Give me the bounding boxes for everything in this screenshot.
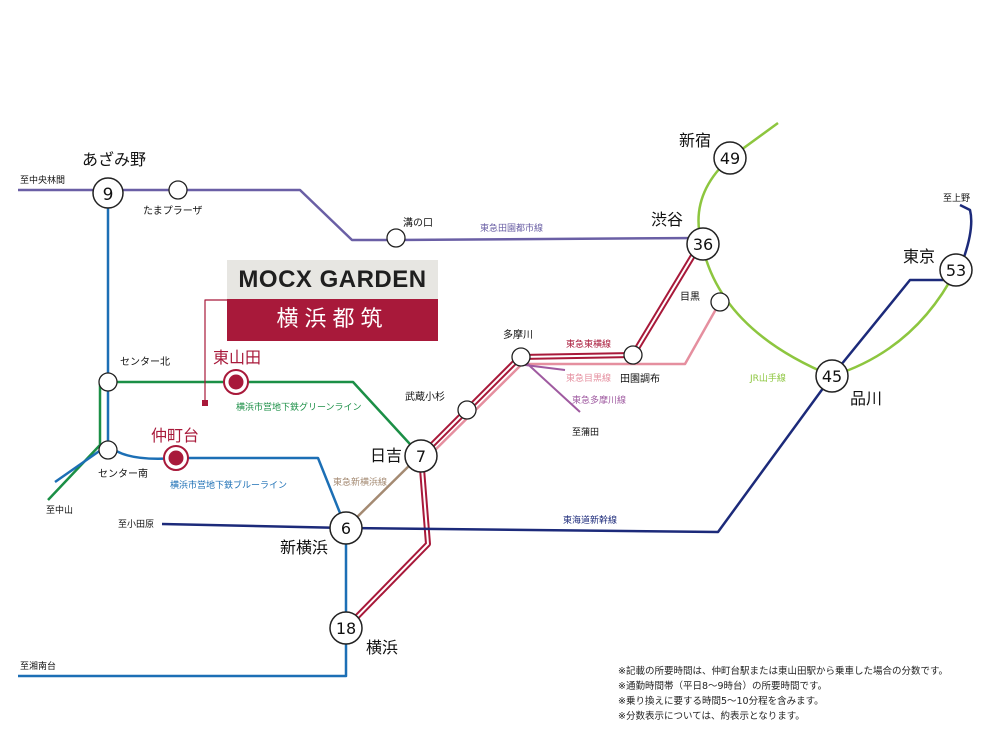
station-higashi-yamata-dot bbox=[228, 374, 244, 390]
minutes-shinjuku: 49 bbox=[720, 149, 740, 168]
green-line bbox=[47, 380, 421, 501]
minutes-hiyoshi: 7 bbox=[416, 447, 426, 466]
brand-subtitle: 横浜都筑 bbox=[227, 299, 438, 341]
minutes-shin-yokohama: 6 bbox=[341, 519, 351, 538]
name-meguro: 目黒 bbox=[680, 291, 700, 303]
station-center-kita bbox=[98, 372, 118, 392]
station-azamino bbox=[92, 177, 124, 209]
tokaido-shinkansen-line bbox=[161, 278, 956, 534]
label-meguro: 東急目黒線 bbox=[566, 372, 611, 384]
minutes-yokohama: 18 bbox=[336, 619, 356, 638]
minutes-shinagawa: 45 bbox=[822, 367, 842, 386]
name-azamino: あざみ野 bbox=[82, 150, 146, 169]
notes: ※記載の所要時間は、仲町台駅または東山田駅から乗車した場合の分数です。 ※通勤時… bbox=[618, 664, 948, 724]
dir-ueno: 至上野 bbox=[943, 193, 970, 204]
name-center-minami: センター南 bbox=[98, 467, 148, 480]
label-tamagawa: 東急多摩川線 bbox=[572, 394, 626, 406]
name-tamagawa: 多摩川 bbox=[503, 328, 533, 341]
yamanote-line bbox=[697, 121, 958, 378]
station-shinjuku bbox=[713, 141, 747, 175]
name-shinjuku: 新宿 bbox=[679, 131, 711, 150]
brand-pointer-end bbox=[202, 400, 208, 406]
name-higashi-yamata: 東山田 bbox=[213, 348, 261, 367]
dir-shonandai: 至湘南台 bbox=[20, 660, 56, 672]
note-line: ※通勤時間帯（平日8～9時台）の所要時間です。 bbox=[618, 681, 828, 692]
note-line: ※乗り換えに要する時間5～10分程を含みます。 bbox=[618, 696, 824, 707]
station-center-minami bbox=[98, 440, 118, 460]
tamagawa-line-2 bbox=[524, 364, 566, 371]
dir-nakayama: 至中山 bbox=[46, 504, 73, 516]
label-shin-yokohama: 東急新横浜線 bbox=[333, 476, 387, 488]
brand-block: MOCX GARDEN 横浜都筑 bbox=[227, 260, 438, 341]
label-green-line: 横浜市営地下鉄グリーンライン bbox=[236, 401, 362, 413]
minutes-azamino: 9 bbox=[103, 185, 114, 205]
station-nakamachidai-dot bbox=[168, 450, 184, 466]
dir-odawara: 至小田原 bbox=[118, 519, 154, 530]
station-tama-plaza bbox=[168, 180, 188, 200]
station-yokohama bbox=[329, 611, 363, 645]
name-musashi-kosugi: 武蔵小杉 bbox=[405, 390, 445, 403]
station-musashi-kosugi bbox=[457, 400, 477, 420]
name-kamata: 至蒲田 bbox=[572, 426, 599, 438]
name-shin-yokohama: 新横浜 bbox=[280, 538, 328, 557]
note-line: ※分数表示については、約表示となります。 bbox=[618, 711, 805, 722]
label-tokaido: 東海道新幹線 bbox=[563, 514, 617, 526]
name-shibuya: 渋谷 bbox=[651, 210, 683, 229]
name-tama-plaza: たまプラーザ bbox=[143, 205, 203, 217]
station-denenchofu bbox=[623, 345, 643, 365]
name-tokyo: 東京 bbox=[903, 247, 935, 266]
station-meguro bbox=[710, 292, 730, 312]
shin-yokohama-line bbox=[345, 454, 421, 529]
station-shibuya bbox=[686, 227, 720, 261]
label-toyoko: 東急東横線 bbox=[566, 338, 611, 350]
name-mizonokuchi: 溝の口 bbox=[403, 216, 433, 229]
minutes-shibuya: 36 bbox=[693, 235, 713, 254]
brand-logo: MOCX GARDEN bbox=[227, 260, 438, 299]
station-tamagawa bbox=[511, 347, 531, 367]
station-mizonokuchi bbox=[386, 228, 406, 248]
minutes-tokyo: 53 bbox=[946, 261, 966, 280]
brand-pointer bbox=[204, 299, 227, 402]
name-nakamachidai: 仲町台 bbox=[151, 426, 199, 445]
name-yokohama: 横浜 bbox=[366, 638, 398, 657]
name-hiyoshi: 日吉 bbox=[370, 446, 402, 465]
dir-chuo-rinkan: 至中央林間 bbox=[20, 174, 65, 186]
label-yamanote: JR山手線 bbox=[749, 372, 786, 384]
note-line: ※記載の所要時間は、仲町台駅または東山田駅から乗車した場合の分数です。 bbox=[618, 666, 949, 677]
label-den-en-toshi: 東急田園都市線 bbox=[480, 222, 543, 234]
station-hiyoshi bbox=[404, 439, 438, 473]
name-denenchofu: 田園調布 bbox=[620, 372, 660, 385]
station-shin-yokohama bbox=[329, 511, 363, 545]
name-center-kita: センター北 bbox=[120, 356, 170, 368]
label-blue-line: 横浜市営地下鉄ブルーライン bbox=[170, 479, 287, 491]
station-shinagawa bbox=[815, 359, 849, 393]
name-shinagawa: 品川 bbox=[850, 389, 882, 408]
station-tokyo bbox=[939, 253, 973, 287]
